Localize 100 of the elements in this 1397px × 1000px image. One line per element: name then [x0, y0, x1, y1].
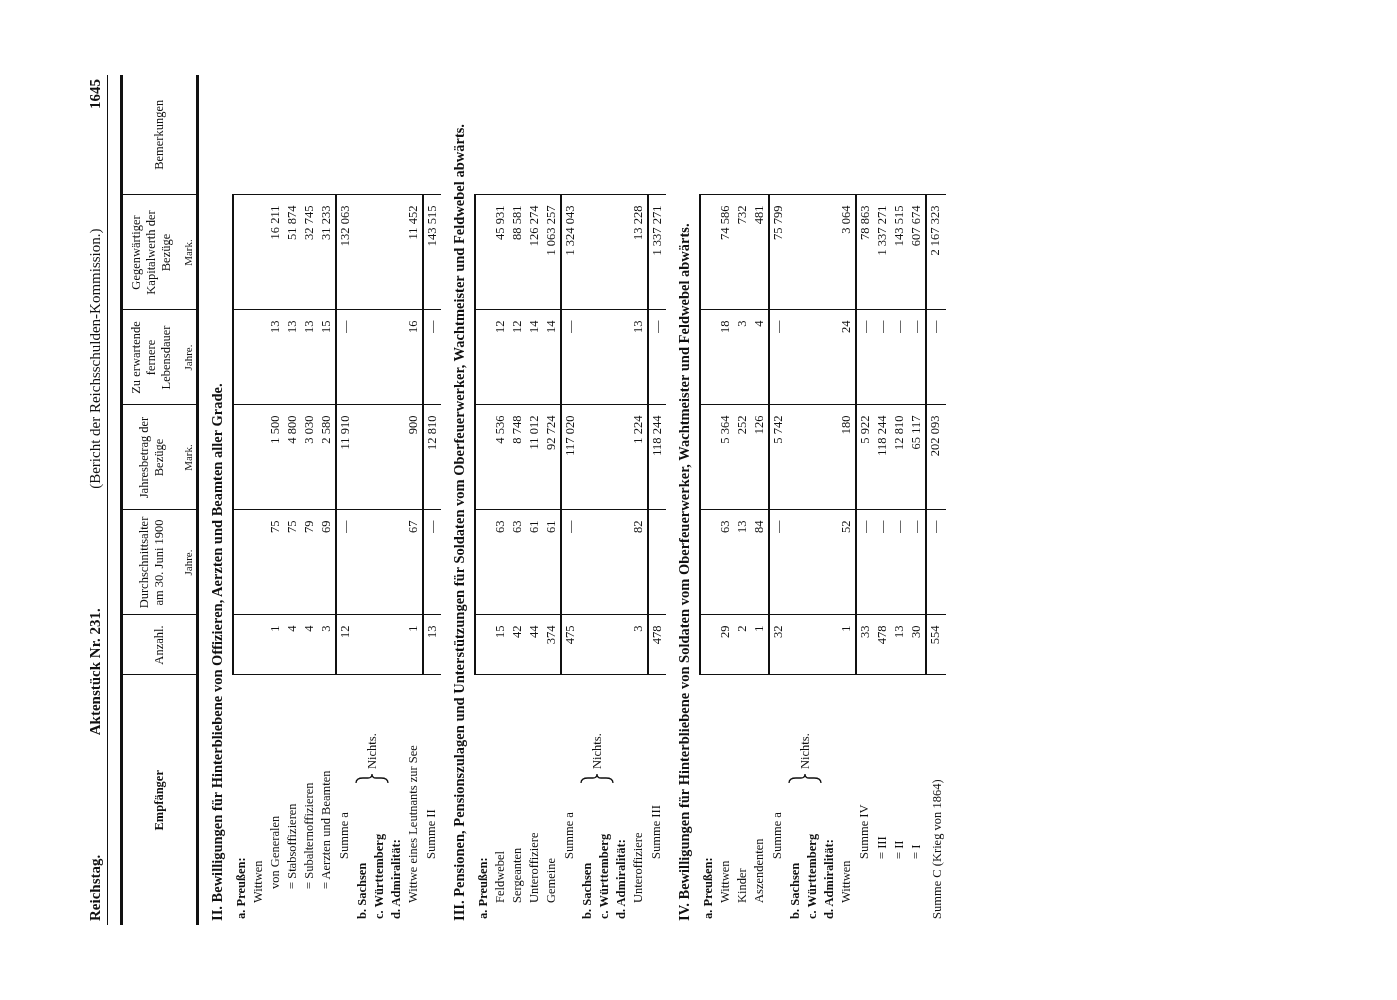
lifespan-value: 24 [839, 320, 853, 333]
age-value: — [338, 520, 352, 533]
amount-value: 12 810 [892, 415, 906, 450]
lifespan-value: — [771, 320, 785, 333]
capital-value: 13 228 [631, 205, 645, 240]
count-value: 1 [752, 625, 766, 632]
capital-value: 1 337 271 [875, 205, 889, 256]
lifespan-value: 4 [752, 320, 766, 327]
amount-value: 11 012 [527, 415, 541, 450]
unit-label: Mark. [182, 239, 194, 266]
row-label: Unteroffiziere [631, 832, 646, 903]
capital-value: 2 167 323 [928, 205, 942, 256]
count-value: 29 [718, 625, 732, 638]
row-label: = Aerzten und Beamten [319, 770, 334, 889]
count-value: 13 [892, 625, 906, 638]
age-value: — [425, 520, 439, 533]
group-label: a. Preußen: [476, 857, 490, 919]
count-value: 3 [631, 625, 645, 632]
row-label: Wittwen [718, 860, 733, 903]
lifespan-value: 18 [718, 320, 732, 333]
lifespan-value: 12 [493, 320, 507, 333]
amount-value: 2 580 [319, 415, 333, 444]
age-value: 67 [406, 520, 420, 533]
note-text: Nichts. [364, 733, 380, 769]
amount-value: 118 244 [875, 415, 889, 456]
amount-value: 202 093 [928, 415, 942, 457]
group-label: Wittwen [251, 860, 266, 903]
capital-value: 74 586 [718, 205, 732, 240]
section-heading: III. Pensionen, Pensionszulagen und Unterstützungen für Soldaten vom Oberfeuerwerker, Wachtmeister und Feldwebel abwärts. [451, 124, 467, 921]
capital-value: 132 063 [338, 205, 352, 247]
amount-value: 118 244 [650, 415, 664, 456]
amount-value: 117 020 [563, 415, 577, 456]
count-value: 4 [285, 625, 299, 632]
lifespan-value: 13 [268, 320, 282, 333]
row-label: = I [909, 844, 924, 859]
lifespan-value: — [928, 320, 942, 333]
capital-value: 481 [752, 205, 766, 225]
amount-value: 11 910 [338, 415, 352, 450]
age-value: 79 [302, 520, 316, 533]
row-label: = Stabsoffizieren [285, 803, 300, 889]
sum-label: Summe a [562, 812, 577, 859]
age-value: 75 [268, 520, 282, 533]
section-heading: II. Bewilligungen für Hinterbliebene von Offizieren, Aerzten und Beamten aller Grade. [209, 383, 225, 921]
group-label: c. Württemberg [597, 833, 611, 919]
row-label: = II [892, 840, 907, 859]
amount-value: 900 [406, 415, 420, 435]
capital-value: 1 063 257 [544, 205, 558, 256]
sum-label: Summe C (Krieg von 1864) [930, 779, 944, 919]
section-heading: IV. Bewilligungen für Hinterbliebene von Soldaten vom Oberfeuerwerker, Wachtmeister und Feldwebel abwärts. [676, 223, 692, 921]
group-label: d. Admiralität: [822, 839, 836, 919]
group-label: c. Württemberg [372, 833, 386, 919]
sum-label: Summe III [649, 805, 664, 859]
lifespan-value: — [909, 320, 923, 333]
row-label: Gemeine [544, 857, 559, 903]
row-label: Sergeanten [510, 847, 525, 903]
age-value: — [892, 520, 906, 533]
count-value: 374 [544, 625, 558, 645]
sum-label: Summe a [770, 812, 785, 859]
row-label: von Generalen [268, 815, 283, 889]
age-value: 75 [285, 520, 299, 533]
age-value: 13 [735, 520, 749, 533]
lifespan-value: 13 [302, 320, 316, 333]
age-value: 84 [752, 520, 766, 533]
lifespan-value: 14 [527, 320, 541, 333]
lifespan-value: 16 [406, 320, 420, 333]
age-value: — [875, 520, 889, 533]
column-header: Bemerkungen [152, 99, 166, 170]
amount-value: 8 748 [510, 415, 524, 444]
age-value: 63 [510, 520, 524, 533]
lifespan-value: 3 [735, 320, 749, 327]
count-value: 478 [875, 625, 889, 645]
capital-value: 16 211 [268, 205, 282, 240]
running-head: Aktenstück Nr. 231. [87, 608, 104, 736]
amount-value: 12 810 [425, 415, 439, 450]
row-label: Kinder [735, 868, 750, 903]
amount-value: 126 [752, 415, 766, 435]
count-value: 554 [928, 625, 942, 645]
column-header: Durchschnittsalter am 30. Juni 1900 [136, 516, 166, 609]
count-value: 1 [268, 625, 282, 632]
capital-value: 143 515 [892, 205, 906, 247]
amount-value: 180 [839, 415, 853, 435]
age-value: — [909, 520, 923, 533]
lifespan-value: 12 [510, 320, 524, 333]
lifespan-value: 15 [319, 320, 333, 333]
unit-label: Mark. [182, 444, 194, 471]
amount-value: 92 724 [544, 415, 558, 450]
sum-label: Summe II [424, 809, 439, 859]
column-header: Gegenwärtiger Kapitalwerth der Bezüge [129, 210, 173, 295]
capital-value: 126 274 [527, 205, 541, 247]
amount-value: 1 224 [631, 415, 645, 444]
amount-value: 252 [735, 415, 749, 435]
column-header: Jahresbetrag der Bezüge [136, 416, 166, 499]
capital-value: 607 674 [909, 205, 923, 247]
age-value: 63 [493, 520, 507, 533]
lifespan-value: — [858, 320, 872, 333]
count-value: 42 [510, 625, 524, 638]
group-label: b. Sachsen [355, 862, 369, 919]
age-value: 52 [839, 520, 853, 533]
group-label: d. Admiralität: [614, 839, 628, 919]
count-value: 475 [563, 625, 577, 645]
